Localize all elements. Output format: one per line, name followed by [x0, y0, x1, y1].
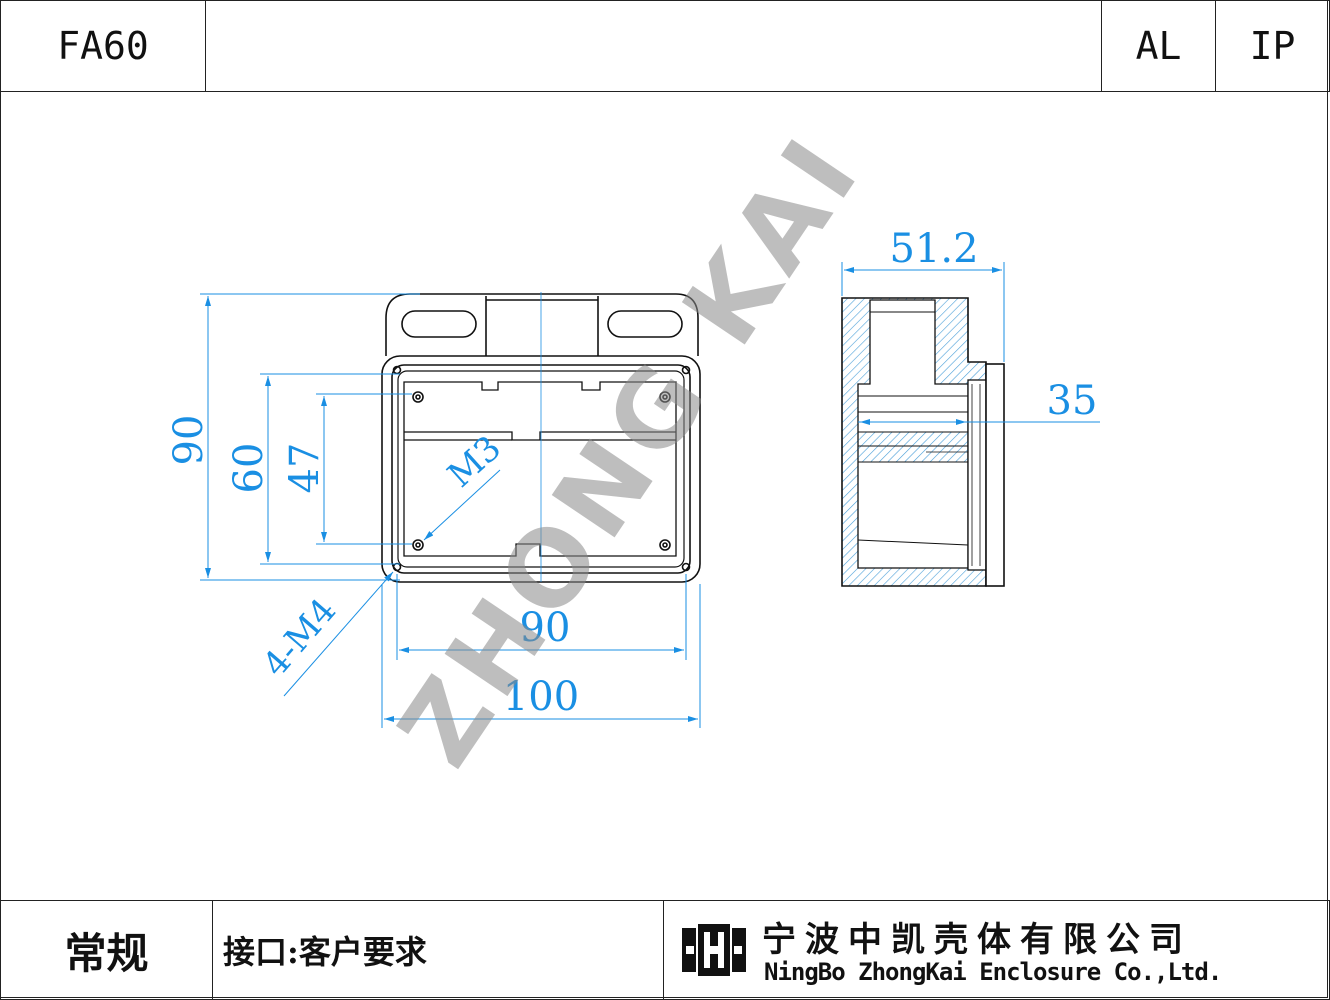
side-view: [841, 297, 1005, 587]
type-label: 常规: [64, 928, 149, 978]
type-cell: 常规: [0, 900, 213, 1000]
dim-screw-mount: 4-M4: [255, 591, 344, 685]
front-view: [381, 293, 701, 583]
company-logo-icon: [682, 924, 746, 976]
model-cell: FA60: [0, 0, 206, 92]
dimension-lines: [200, 262, 1100, 728]
dim-front-height-outer: 90: [166, 415, 212, 466]
model-label: FA60: [57, 24, 149, 68]
company-name-cn: 宁波中凯壳体有限公司: [762, 920, 1192, 960]
dim-front-width-holes: 90: [520, 605, 571, 651]
dim-front-height-mid: 60: [226, 443, 272, 494]
interface-cell: 接口:客户要求: [212, 900, 664, 1000]
dim-side-inner: 35: [1047, 378, 1098, 424]
dim-screw-inner: M3: [440, 428, 509, 496]
dim-side-depth: 51.2: [889, 226, 978, 272]
rating-label: IP: [1249, 24, 1296, 68]
watermark: ZHONG KAI: [375, 113, 885, 787]
material-label: AL: [1135, 24, 1182, 68]
rating-cell: IP: [1215, 0, 1330, 92]
interface-label: 接口:客户要求: [223, 933, 427, 971]
dim-front-height-inner: 47: [282, 443, 328, 494]
header-blank-cell: [205, 0, 1102, 92]
dim-front-width-outer: 100: [503, 674, 579, 720]
company-name-en: NingBo ZhongKai Enclosure Co.,Ltd.: [764, 958, 1222, 986]
